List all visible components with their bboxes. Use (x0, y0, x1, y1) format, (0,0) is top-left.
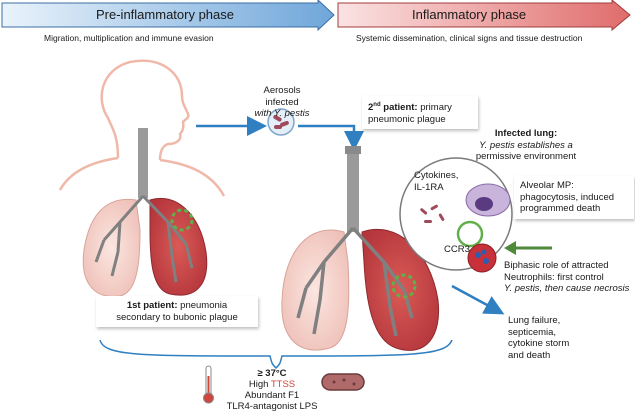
first-patient-box: 1st patient: pneumonia secondary to bubo… (96, 296, 258, 327)
infection-arrow (298, 124, 364, 151)
infected-lung-line1: Y. pestis establishes a (479, 139, 573, 151)
pre-inflammatory-arrow (1, 0, 335, 32)
outcome-label: Lung failure, septicemia, cytokine storm… (508, 315, 569, 361)
second-patient-type: primary (417, 102, 452, 114)
outcome-arrow (451, 284, 505, 315)
outcome-line1: Lung failure, (508, 315, 561, 326)
alveolar-mp-box: Alveolar MP: phagocytosis, induced progr… (514, 176, 634, 219)
second-patient-heading: patient: (380, 102, 418, 114)
infected-lung-label: Infected lung: Y. pestis establishes a p… (466, 128, 586, 163)
inflammatory-subtitle: Systemic dissemination, clinical signs a… (356, 33, 583, 43)
alveolar-line1: Alveolar MP: (520, 180, 574, 191)
ccr3-label: CCR3 (444, 244, 470, 255)
second-patient-suffix: nd (373, 102, 381, 108)
alveolus-inset-icon (399, 157, 513, 273)
pre-inflammatory-title: Pre-inflammatory phase (96, 7, 234, 22)
outcome-line4: and death (508, 349, 551, 361)
biphasic-line2: Neutrophils: first control (504, 271, 604, 283)
infected-lung-line2: permissive environment (475, 151, 577, 162)
high-label: High (248, 379, 271, 390)
first-patient-diagnosis: secondary to bubonic plague (116, 311, 238, 323)
cytokines-line1: Cytokines, (414, 170, 459, 181)
second-patient-diagnosis: pneumonic plague (368, 113, 446, 125)
aerosols-line2: with Y. pestis (254, 108, 310, 119)
virulence-factors: ≥ 37°C High TTSS Abundant F1 TLR4-antago… (222, 368, 322, 412)
cytokines-label: Cytokines, IL-1RA (414, 170, 458, 193)
cytokines-line2: IL-1RA (414, 181, 444, 193)
patient-silhouette (58, 59, 226, 197)
biphasic-line3: Y. pestis, then cause necrosis (504, 283, 630, 294)
thermometer-icon (203, 365, 214, 404)
lps-label: TLR4-antagonist LPS (226, 401, 318, 412)
aerosol-droplet-icon (267, 108, 295, 136)
phase-bracket (99, 339, 453, 370)
outcome-line3: cytokine storm (508, 338, 570, 349)
biphasic-label: Biphasic role of attracted Neutrophils: … (504, 260, 629, 295)
second-patient-number: 2 (368, 102, 374, 114)
temperature-label: ≥ 37°C (257, 368, 287, 379)
patient2-lungs (281, 146, 440, 351)
f1-label: Abundant F1 (244, 390, 300, 401)
first-patient-type: pneumonia (177, 300, 228, 311)
patient1-lungs (82, 128, 208, 297)
outcome-line2: septicemia, (508, 326, 557, 338)
inflammatory-title: Inflammatory phase (412, 7, 527, 22)
alveolar-line2: phagocytosis, induced (520, 191, 615, 203)
biphasic-line1: Biphasic role of attracted (504, 260, 609, 271)
alveolar-line3: programmed death (520, 203, 601, 214)
inflammatory-arrow (337, 0, 631, 32)
ttss-label: TTSS (270, 379, 296, 390)
second-patient-box: 2nd patient: primary pneumonic plague (362, 96, 478, 130)
pre-inflammatory-subtitle: Migration, multiplication and immune eva… (44, 33, 214, 43)
infected-lung-title: Infected lung: (494, 128, 558, 139)
aerosols-label: Aerosols infected with Y. pestis (246, 85, 318, 120)
bacterium-icon (321, 373, 365, 391)
aerosols-line1: Aerosols infected (263, 85, 301, 108)
first-patient-heading: 1st patient: (126, 300, 178, 311)
